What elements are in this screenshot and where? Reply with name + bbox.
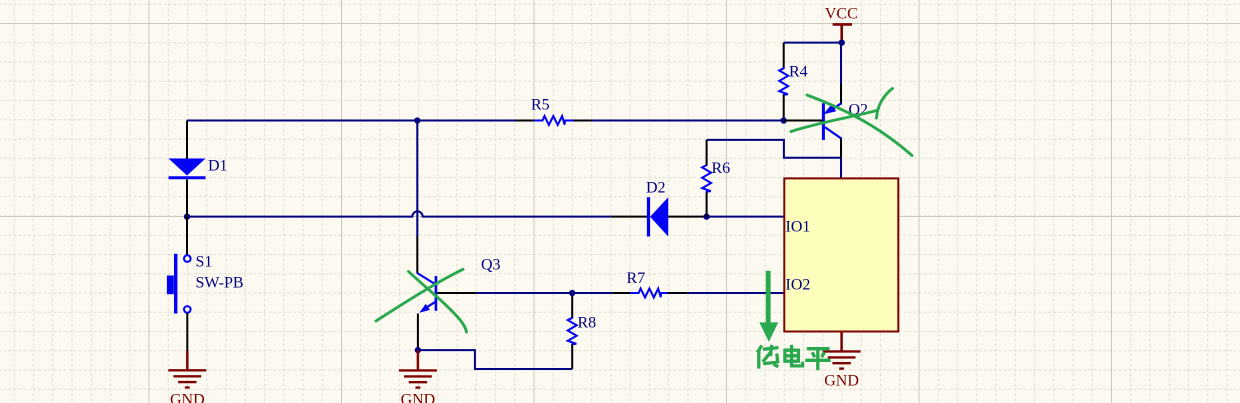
svg-text:R7: R7 (627, 270, 646, 287)
svg-text:R8: R8 (578, 315, 597, 332)
svg-text:D1: D1 (208, 158, 228, 175)
svg-text:GND: GND (401, 392, 436, 403)
svg-text:Q3: Q3 (481, 257, 501, 274)
svg-text:R5: R5 (531, 97, 550, 114)
svg-text:GND: GND (824, 373, 859, 390)
svg-text:VCC: VCC (825, 6, 858, 23)
svg-text:R4: R4 (789, 64, 808, 81)
svg-text:D2: D2 (646, 180, 666, 197)
svg-text:S1: S1 (196, 254, 213, 271)
svg-text:IO2: IO2 (786, 277, 811, 294)
svg-text:SW-PB: SW-PB (196, 275, 244, 292)
svg-text:IO1: IO1 (786, 219, 811, 236)
svg-text:R6: R6 (712, 160, 731, 177)
svg-text:GND: GND (170, 392, 205, 403)
